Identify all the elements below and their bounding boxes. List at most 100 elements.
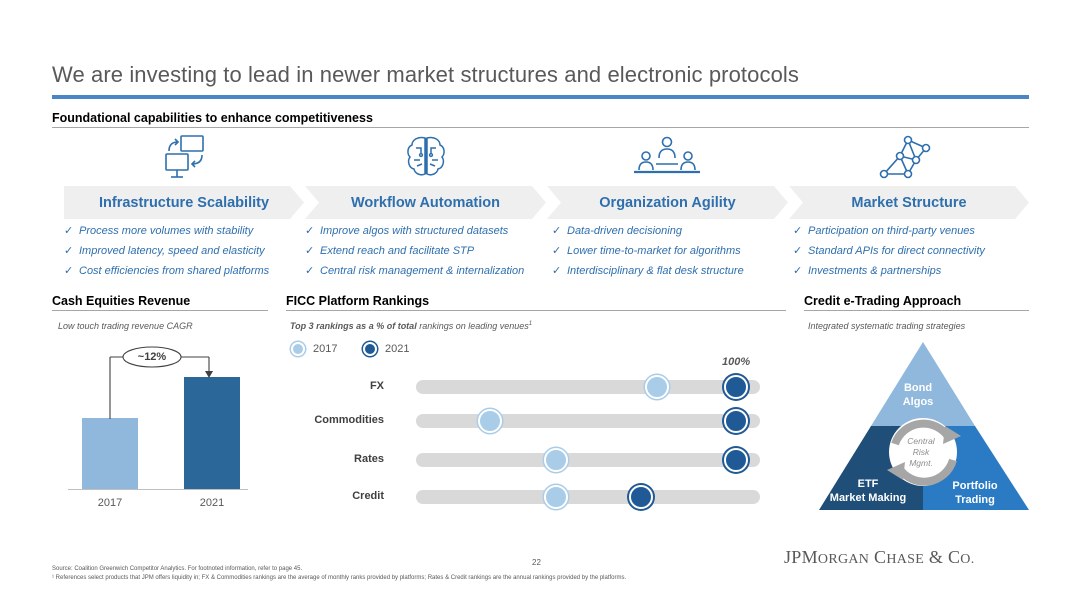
ficc-track-credit [416, 490, 760, 504]
bullet-item: Participation on third-party venues [793, 224, 985, 244]
logo-part: C [869, 547, 887, 567]
page-number: 22 [532, 558, 541, 567]
ficc-marker-2017-rates [543, 448, 568, 472]
chevron-organization [547, 186, 788, 219]
team-meeting-icon [634, 136, 700, 174]
ficc-track-rates [416, 453, 760, 467]
bullet-item: Process more volumes with stability [64, 224, 269, 244]
cycle-arrows-icon [891, 419, 957, 486]
section-subtitle: Foundational capabilities to enhance com… [52, 111, 373, 125]
crm-line1: Central [907, 436, 935, 446]
legend-2017-label: 2017 [313, 343, 338, 355]
ficc-marker-2017-fx [645, 375, 669, 399]
ficc-rule [286, 310, 786, 311]
credit-triangle-diagram [819, 342, 1029, 510]
jpmorgan-chase-logo: JPMORGAN CHASE & CO. [784, 547, 975, 568]
etf-line2: Market Making [829, 492, 907, 504]
bar-label-2021: 2021 [199, 497, 225, 509]
logo-part: O. [960, 552, 975, 567]
brain-circuit-icon [407, 136, 445, 176]
cycle-arrowhead-icon [887, 462, 905, 480]
logo-part: JPM [784, 547, 818, 567]
ficc-track-fx [416, 380, 760, 394]
pillar-title-workflow: Workflow Automation [350, 195, 500, 211]
ficc-max-label: 100% [722, 356, 751, 368]
pillar-title-infrastructure: Infrastructure Scalability [98, 195, 270, 211]
cash-equities-note: Low touch trading revenue CAGR [58, 321, 193, 331]
cycle-arrowhead-icon [943, 426, 961, 444]
pillar-title-market: Market Structure [851, 195, 967, 211]
page-title: We are investing to lead in newer market… [52, 62, 799, 87]
legend-2021-dot [363, 342, 377, 356]
ficc-row-label-rates: Rates [354, 453, 384, 465]
portfolio-line2: Trading [955, 494, 995, 506]
ficc-note: Top 3 rankings as a % of total rankings … [290, 321, 532, 331]
ficc-row-label-fx: FX [369, 380, 384, 392]
bullet-item: Investments & partnerships [793, 264, 985, 284]
ficc-row-label-credit: Credit [352, 490, 384, 502]
ficc-title: FICC Platform Rankings [286, 294, 430, 308]
network-nodes-icon [879, 135, 931, 179]
bullet-item: Central risk management & internalizatio… [305, 264, 524, 284]
bullet-item: Cost efficiencies from shared platforms [64, 264, 269, 284]
bullets-organization: Data-driven decisioning Lower time-to-ma… [552, 224, 744, 284]
bar-chart-baseline [68, 489, 248, 490]
etf-line1: ETF [857, 478, 879, 490]
bond-algos-line2: Algos [902, 396, 934, 408]
ficc-marker-2017-credit [543, 485, 568, 509]
scaling-screens-icon [165, 135, 204, 178]
subtitle-rule [52, 127, 1029, 128]
bullets-workflow: Improve algos with structured datasets E… [305, 224, 524, 284]
ficc-marker-2021-commodities [724, 409, 748, 433]
cash-equities-rule [52, 310, 268, 311]
cagr-bracket-arrow [109, 346, 213, 419]
bullets-infrastructure: Process more volumes with stability Impr… [64, 224, 269, 284]
crm-line2: Risk [912, 447, 930, 457]
logo-part: & C [924, 547, 961, 567]
crm-line3: Mgmt. [909, 458, 933, 468]
credit-rule [804, 310, 1029, 311]
ficc-marker-2021-credit [629, 485, 654, 509]
bullet-item: Lower time-to-market for algorithms [552, 244, 744, 264]
portfolio-line1: Portfolio [952, 480, 998, 492]
bullet-item: Improve algos with structured datasets [305, 224, 524, 244]
reference-footnote: ¹ References select products that JPM of… [52, 575, 627, 581]
bullet-item: Improved latency, speed and elasticity [64, 244, 269, 264]
chevron-market [789, 186, 1029, 219]
bullet-item: Standard APIs for direct connectivity [793, 244, 985, 264]
title-accent-bar [52, 95, 1029, 99]
bond-algos-label: Bond Algos [886, 381, 950, 409]
bullets-market: Participation on third-party venues Stan… [793, 224, 985, 284]
bullet-item: Interdisciplinary & flat desk structure [552, 264, 744, 284]
bullet-item: Data-driven decisioning [552, 224, 744, 244]
bond-algos-segment [871, 342, 975, 426]
chevron-infrastructure [64, 186, 304, 219]
logo-part: ORGAN [817, 552, 870, 567]
ficc-marker-2021-rates [724, 448, 748, 472]
bar-label-2017: 2017 [97, 497, 123, 509]
ficc-marker-2017-commodities [477, 409, 502, 433]
logo-part: HASE [886, 552, 925, 567]
chevron-workflow [305, 186, 546, 219]
portfolio-trading-label: Portfolio Trading [940, 479, 1010, 507]
ficc-note-rest: rankings on leading venues [419, 321, 529, 331]
central-risk-label: Central Risk Mgmt. [898, 436, 944, 469]
source-footnote: Source: Coalition Greenwich Competitor A… [52, 566, 303, 572]
credit-title: Credit e-Trading Approach [804, 294, 962, 308]
central-risk-circle [889, 418, 957, 486]
bar-2021 [184, 377, 240, 489]
ficc-row-label-commodities: Commodities [314, 414, 384, 426]
bond-algos-line1: Bond [903, 382, 933, 394]
ficc-track-commodities [416, 414, 760, 428]
pillar-title-organization: Organization Agility [599, 195, 736, 211]
bar-2017 [82, 417, 138, 489]
ficc-note-sup: 1 [528, 321, 533, 327]
etf-label: ETF Market Making [823, 477, 913, 505]
credit-note: Integrated systematic trading strategies [808, 321, 966, 331]
cash-equities-title: Cash Equities Revenue [52, 294, 191, 308]
legend-2017-dot [291, 342, 305, 356]
legend-2021-label: 2021 [385, 343, 410, 355]
ficc-note-bold: Top 3 rankings as a % of total [290, 321, 417, 331]
ficc-marker-2021-fx [724, 375, 748, 399]
cagr-label: ~12% [137, 351, 167, 363]
